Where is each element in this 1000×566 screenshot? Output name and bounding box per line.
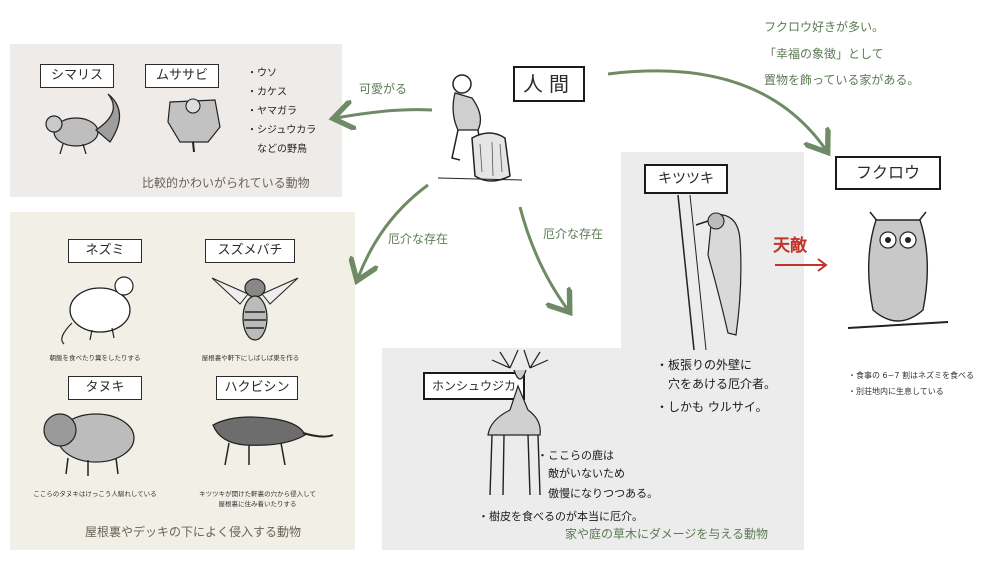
hornet-note: 屋根裏や軒下にしばしば巣を作る bbox=[201, 354, 300, 362]
arrow-to-owl bbox=[607, 69, 826, 150]
label-raccoon-dog: タヌキ bbox=[68, 376, 142, 400]
deer-illustration bbox=[487, 349, 549, 496]
deer-note-2: 敵がいないため bbox=[537, 467, 625, 480]
human-label: 人間 bbox=[513, 66, 585, 102]
thinker-statue-illustration bbox=[437, 74, 523, 182]
deer-note-3: 傲慢になりつつある。 bbox=[537, 487, 659, 500]
raccoon-dog-note: ここらのタヌキはけっこう人馴れしている bbox=[33, 490, 157, 498]
bird-item: ・カケス bbox=[247, 87, 287, 98]
civet-note-1: キツツキが開けた軒裏の穴から侵入して bbox=[199, 490, 316, 498]
woodpecker-illustration bbox=[677, 194, 742, 351]
caption-damage: 家や庭の草木にダメージを与える動物 bbox=[565, 527, 769, 541]
bird-item: ・ヤマガラ bbox=[247, 106, 297, 117]
arrow-to-invade bbox=[358, 183, 429, 278]
woodpecker-note-3: ・しかも ウルサイ。 bbox=[656, 400, 768, 414]
raccoon-dog-illustration bbox=[43, 413, 135, 476]
bird-item: ・シジュウカラ bbox=[247, 125, 317, 136]
bird-item: ・ウソ bbox=[247, 68, 277, 79]
owl-note-1: ・食事の 6~7 割はネズミを食べる bbox=[848, 371, 974, 380]
woodpecker-note-1: ・板張りの外壁に bbox=[656, 358, 753, 372]
caption-cute: 比較的かわいがられている動物 bbox=[142, 176, 310, 190]
mouse-illustration bbox=[61, 276, 134, 345]
label-flying-squirrel: ムササビ bbox=[145, 64, 219, 88]
label-woodpecker: キツツキ bbox=[644, 164, 728, 194]
label-sika-deer: ホンシュウジカ bbox=[423, 372, 525, 400]
civet-note-2: 屋根裏に住み着いたりする bbox=[218, 500, 297, 508]
flying-squirrel-illustration bbox=[167, 98, 221, 153]
owl-note-2: ・別荘地内に生息している bbox=[848, 387, 944, 396]
deer-note-1: ・ここらの鹿は bbox=[537, 449, 614, 462]
label-masked-palm-civet: ハクビシン bbox=[216, 376, 298, 400]
deer-note-4: ・樹皮を食べるのが本当に厄介。 bbox=[478, 510, 643, 523]
bird-item: などの野鳥 bbox=[247, 144, 307, 155]
enemy-label: 天敵 bbox=[773, 236, 807, 256]
label-mouse: ネズミ bbox=[68, 239, 142, 263]
arrow-to-cute bbox=[336, 110, 433, 118]
masked-palm-civet-illustration bbox=[212, 416, 334, 466]
mouse-note: 朝飯を食べたり糞をしたりする bbox=[49, 354, 141, 362]
caption-invading: 屋根裏やデッキの下によく侵入する動物 bbox=[85, 525, 302, 539]
arrow-label-nuisance-left: 厄介な存在 bbox=[388, 232, 449, 246]
hornet-illustration bbox=[211, 277, 299, 341]
owl-note-line2: 「幸福の象徴」として bbox=[764, 47, 884, 61]
owl-note-line3: 置物を飾っている家がある。 bbox=[764, 73, 920, 87]
wild-birds-list: ・ウソ ・カケス ・ヤマガラ ・シジュウカラ などの野鳥 bbox=[247, 64, 316, 159]
owl-illustration bbox=[847, 211, 949, 329]
chipmunk-illustration bbox=[45, 93, 121, 155]
woodpecker-note-2: 穴をあける厄介者。 bbox=[656, 377, 777, 391]
arrow-label-nuisance-mid: 厄介な存在 bbox=[543, 227, 604, 241]
label-hornet: スズメバチ bbox=[205, 239, 295, 263]
arrow-to-deer bbox=[518, 206, 568, 310]
label-chipmunk: シマリス bbox=[40, 64, 114, 88]
label-owl: フクロウ bbox=[835, 156, 941, 190]
arrow-label-cute: 可愛がる bbox=[359, 82, 408, 96]
owl-note-line1: フクロウ好きが多い。 bbox=[764, 20, 885, 34]
